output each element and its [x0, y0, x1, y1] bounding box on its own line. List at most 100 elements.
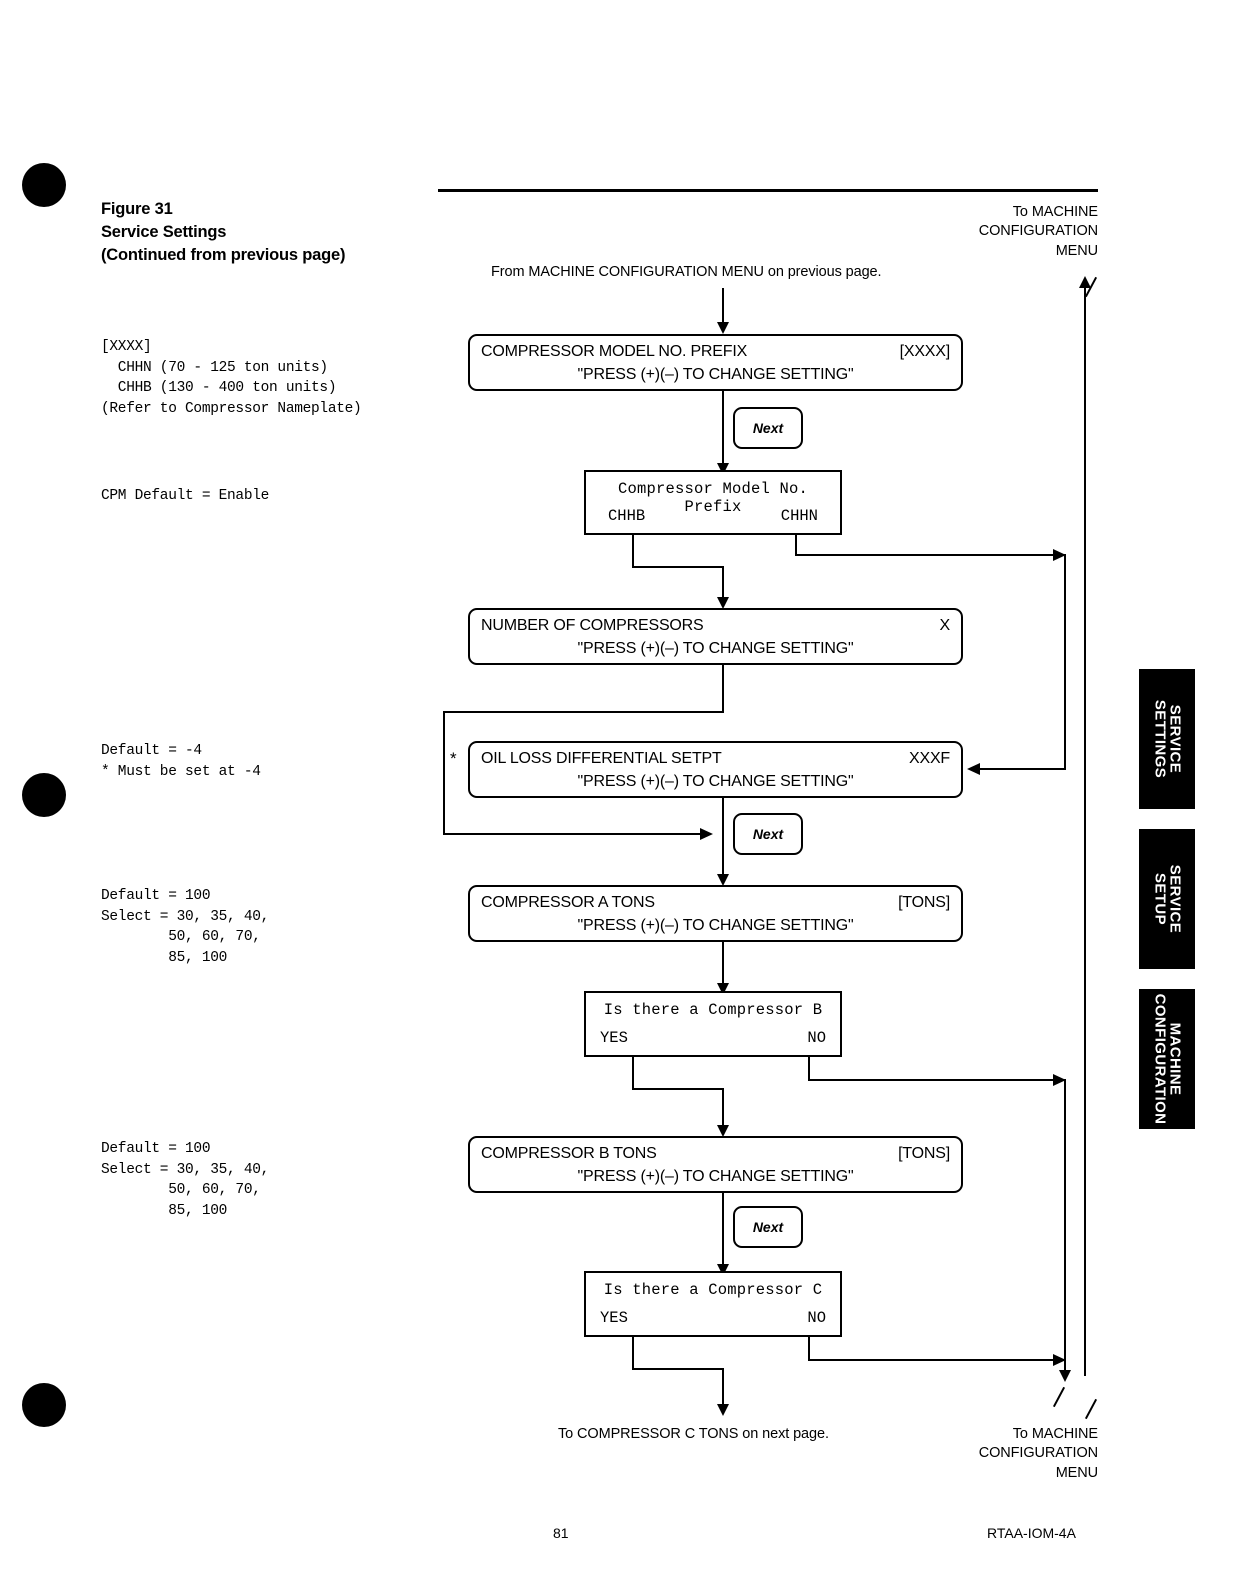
branch-chhn-rail [1064, 554, 1066, 770]
branch-b-yes-arrowhead [717, 1125, 729, 1137]
next-button-1[interactable]: Next [733, 407, 803, 449]
branch-b-no-across [808, 1079, 1066, 1081]
top-right-exit-line [1084, 286, 1086, 1376]
page-number: 81 [553, 1525, 569, 1541]
lcd-option-yes[interactable]: YES [600, 1029, 628, 1047]
left-rail-break-tick [1084, 1398, 1098, 1420]
bypass-arrowhead [700, 828, 713, 840]
branch-chhn-across [795, 554, 1066, 556]
connector-prefix-to-lcd [722, 391, 724, 470]
box-label: OIL LOSS DIFFERENTIAL SETPT [481, 750, 722, 767]
next-button-label: Next [752, 1219, 784, 1235]
top-right-exit-label: To MACHINE CONFIGURATION MENU [978, 204, 1098, 259]
lcd-is-there-compressor-b[interactable]: Is there a Compressor B YES NO [584, 991, 842, 1057]
branch-c-yes-drop [632, 1337, 634, 1370]
box-value: [TONS] [898, 894, 950, 911]
lcd-option-chhb[interactable]: CHHB [608, 507, 646, 525]
box-hint: "PRESS (+)(–) TO CHANGE SETTING" [577, 917, 854, 934]
lcd-option-no[interactable]: NO [807, 1309, 826, 1327]
entry-arrowhead [717, 322, 729, 334]
index-tab-label: SERVICE SETUP [1151, 864, 1184, 934]
branch-c-no-across [808, 1359, 1066, 1361]
branch-chhb-across [632, 566, 724, 568]
header-rule [438, 189, 1098, 192]
figure-title-line2: Service Settings [101, 222, 227, 241]
bypass-drop [722, 665, 724, 713]
connector-oilloss-down [722, 798, 724, 880]
box-value: XXXF [909, 750, 950, 767]
branch-chhn-arrowhead-right [1053, 549, 1066, 561]
branch-c-yes-across [632, 1368, 724, 1370]
connector-btons-down [722, 1193, 724, 1271]
box-compressor-a-tons[interactable]: COMPRESSOR A TONS [TONS] "PRESS (+)(–) T… [468, 885, 963, 942]
figure-title-line3: (Continued from previous page) [101, 245, 346, 264]
connector-oilloss-arrowhead [717, 874, 729, 886]
punch-dot-bottom [22, 1383, 66, 1427]
box-label: COMPRESSOR A TONS [481, 894, 655, 911]
index-tab-label: SERVICE SETTINGS [1151, 699, 1184, 779]
branch-b-no-arrowhead [1053, 1074, 1066, 1086]
box-compressor-model-prefix[interactable]: COMPRESSOR MODEL NO. PREFIX [XXXX] "PRES… [468, 334, 963, 391]
branch-chhn-drop [795, 535, 797, 556]
lcd-option-chhn[interactable]: CHHN [780, 507, 818, 525]
entry-connector-line [722, 288, 724, 327]
note-compressor-b-default: Default = 100 Select = 30, 35, 40, 50, 6… [101, 1141, 270, 1219]
connector-atons-to-lcdb [722, 942, 724, 990]
box-hint: "PRESS (+)(–) TO CHANGE SETTING" [577, 773, 854, 790]
punch-dot-top [22, 163, 66, 207]
bypass-across-right [443, 833, 703, 835]
branch-chhn-arrowhead-left [967, 763, 980, 775]
box-hint: "PRESS (+)(–) TO CHANGE SETTING" [577, 366, 854, 383]
lcd-prompt: Compressor Model No. Prefix [617, 480, 809, 516]
box-oil-loss-differential-setpt[interactable]: OIL LOSS DIFFERENTIAL SETPT XXXF "PRESS … [468, 741, 963, 798]
lcd-compressor-model-prefix[interactable]: Compressor Model No. Prefix CHHB CHHN [584, 470, 842, 535]
bypass-rail [443, 711, 445, 835]
bottom-exit-label: To COMPRESSOR C TONS on next page. [558, 1426, 829, 1442]
note-oil-loss-default: Default = -4 * Must be set at -4 [101, 743, 261, 780]
index-tab-service-settings[interactable]: SERVICE SETTINGS [1139, 669, 1195, 809]
branch-c-yes-into-exit [722, 1368, 724, 1410]
figure-title-line1: Figure 31 [101, 200, 173, 218]
lcd-option-no[interactable]: NO [807, 1029, 826, 1047]
branch-chhn-return [978, 768, 1066, 770]
branch-chhb-drop [632, 535, 634, 568]
note-cpm-default: CPM Default = Enable [101, 488, 270, 504]
bypass-across-left [443, 711, 724, 713]
lcd-option-yes[interactable]: YES [600, 1309, 628, 1327]
branch-b-yes-across [632, 1088, 724, 1090]
box-number-of-compressors[interactable]: NUMBER OF COMPRESSORS X "PRESS (+)(–) TO… [468, 608, 963, 665]
next-button-2[interactable]: Next [733, 813, 803, 855]
branch-b-no-rail [1064, 1079, 1066, 1376]
next-button-label: Next [752, 420, 784, 436]
right-rail-terminal-arrowhead [1059, 1370, 1071, 1382]
oil-loss-asterisk: * [450, 749, 457, 768]
document-code: RTAA-IOM-4A [987, 1525, 1076, 1541]
figure-caption: Figure 31 Service Settings (Continued fr… [101, 198, 431, 266]
branch-b-no-drop [808, 1057, 810, 1081]
box-hint: "PRESS (+)(–) TO CHANGE SETTING" [577, 640, 854, 657]
branch-c-yes-arrowhead [717, 1404, 729, 1416]
branch-chhb-into-box [722, 566, 724, 602]
note-model-prefix: [XXXX] CHHN (70 - 125 ton units) CHHB (1… [101, 339, 362, 417]
punch-dot-middle [22, 773, 66, 817]
lcd-is-there-compressor-c[interactable]: Is there a Compressor C YES NO [584, 1271, 842, 1337]
next-button-label: Next [752, 826, 784, 842]
branch-c-no-arrowhead [1053, 1354, 1066, 1366]
box-label: NUMBER OF COMPRESSORS [481, 617, 704, 634]
box-label: COMPRESSOR MODEL NO. PREFIX [481, 343, 748, 360]
index-tab-label: MACHINE CONFIGURATION [1151, 993, 1184, 1125]
entry-label: From MACHINE CONFIGURATION MENU on previ… [491, 264, 882, 280]
note-compressor-a-default: Default = 100 Select = 30, 35, 40, 50, 6… [101, 888, 270, 966]
box-hint: "PRESS (+)(–) TO CHANGE SETTING" [577, 1168, 854, 1185]
box-compressor-b-tons[interactable]: COMPRESSOR B TONS [TONS] "PRESS (+)(–) T… [468, 1136, 963, 1193]
next-button-3[interactable]: Next [733, 1206, 803, 1248]
box-value: [TONS] [898, 1145, 950, 1162]
lcd-prompt: Is there a Compressor C [603, 1281, 823, 1299]
top-right-exit-arrowhead [1079, 276, 1091, 288]
box-value: X [939, 617, 951, 634]
index-tab-machine-configuration[interactable]: MACHINE CONFIGURATION [1139, 989, 1195, 1129]
branch-b-yes-drop [632, 1057, 634, 1090]
index-tab-service-setup[interactable]: SERVICE SETUP [1139, 829, 1195, 969]
lcd-prompt: Is there a Compressor B [603, 1001, 823, 1019]
